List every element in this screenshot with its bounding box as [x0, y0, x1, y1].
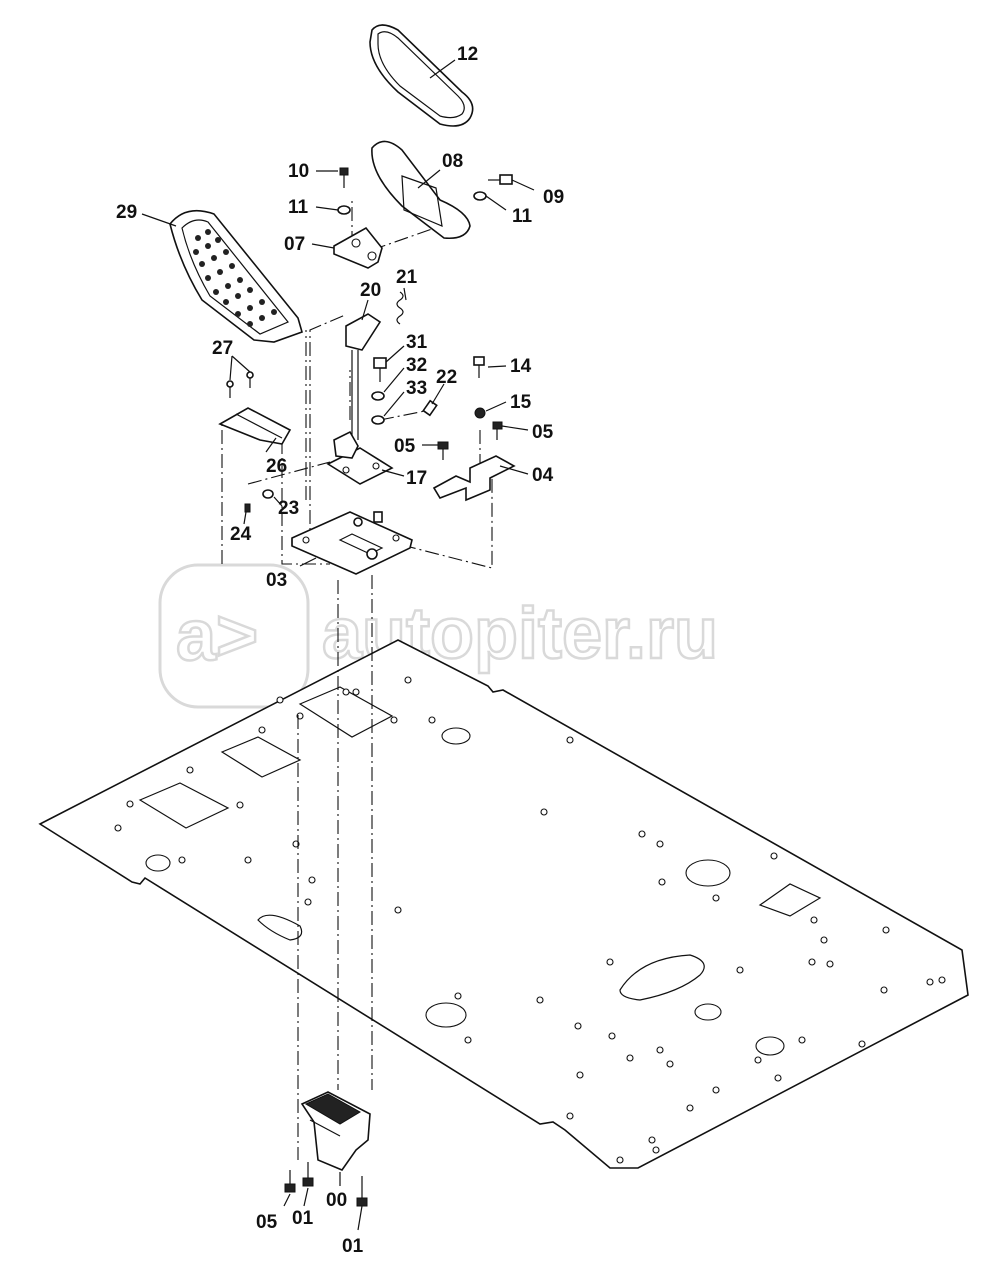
part-17-mount-plate	[326, 430, 394, 485]
part-26-plate	[218, 407, 292, 445]
callout-11-left: 11	[288, 197, 309, 218]
callout-23: 23	[278, 498, 299, 519]
callout-32: 32	[406, 355, 427, 376]
callout-20: 20	[360, 280, 381, 301]
part-22-pin	[422, 399, 438, 417]
part-31-bolt	[373, 357, 387, 382]
callout-27: 27	[212, 338, 233, 359]
part-01-bolt-right	[356, 1176, 368, 1207]
part-03-base-plate	[291, 511, 413, 575]
part-05-bolt-right	[492, 421, 503, 440]
callout-24: 24	[230, 524, 252, 545]
part-23-washer	[262, 489, 274, 499]
callout-08: 08	[442, 151, 463, 172]
callout-09: 09	[543, 187, 564, 208]
part-32-washer	[371, 391, 385, 401]
callout-05-center: 05	[394, 436, 416, 457]
callout-05-bottom: 05	[256, 1212, 278, 1233]
callout-33: 33	[406, 378, 427, 399]
callout-22: 22	[436, 367, 457, 388]
floor-plate	[38, 639, 969, 1169]
part-00-switch-assembly	[300, 1091, 371, 1171]
part-15-nut	[474, 407, 486, 419]
callout-12: 12	[457, 44, 478, 65]
part-05-bolt-center	[437, 441, 449, 460]
callout-labels: 12 08 09 11 10 11 07 29 21 20 31 32 33 2…	[116, 44, 564, 1257]
callout-04: 04	[532, 465, 554, 486]
part-29-pedal	[169, 209, 303, 343]
callout-26: 26	[266, 456, 287, 477]
part-09-bolt	[488, 174, 513, 185]
watermark-logo-glyph: a>	[176, 596, 258, 676]
fasteners-upper	[337, 167, 513, 215]
part-33-washer	[371, 415, 385, 425]
callout-01-right: 01	[342, 1236, 364, 1257]
leader-lines	[141, 59, 535, 1231]
callout-03: 03	[266, 570, 287, 591]
callout-10: 10	[288, 161, 309, 182]
watermark-logo-frame	[158, 563, 310, 709]
callout-05-right: 05	[532, 422, 554, 443]
part-21-spring	[396, 291, 404, 325]
part-11-washer-left	[337, 205, 351, 215]
pedal-tread-dots	[193, 229, 277, 327]
part-01-bolt-left	[302, 1162, 314, 1187]
part-10-bolt	[339, 167, 349, 188]
callout-14: 14	[510, 356, 532, 377]
callout-21: 21	[396, 267, 418, 288]
part-04-bracket	[432, 455, 516, 502]
callout-29: 29	[116, 202, 137, 223]
part-14-bolt	[473, 356, 485, 378]
callout-07: 07	[284, 234, 305, 255]
part-07-bracket	[333, 226, 383, 269]
part-24-pin	[244, 503, 251, 513]
part-05-bolt-bottom	[284, 1170, 296, 1193]
part-11-washer-right	[473, 191, 487, 201]
floor-plate-bolt-holes	[114, 676, 946, 1164]
part-08-cover	[371, 140, 471, 240]
callout-31: 31	[406, 332, 428, 353]
callout-00: 00	[326, 1190, 347, 1211]
part-12-seal-strip	[369, 24, 474, 127]
callout-01-left: 01	[292, 1208, 314, 1229]
callout-15: 15	[510, 392, 532, 413]
part-20-linkage	[345, 313, 382, 440]
callout-11-right: 11	[512, 206, 533, 227]
callout-17: 17	[406, 468, 427, 489]
